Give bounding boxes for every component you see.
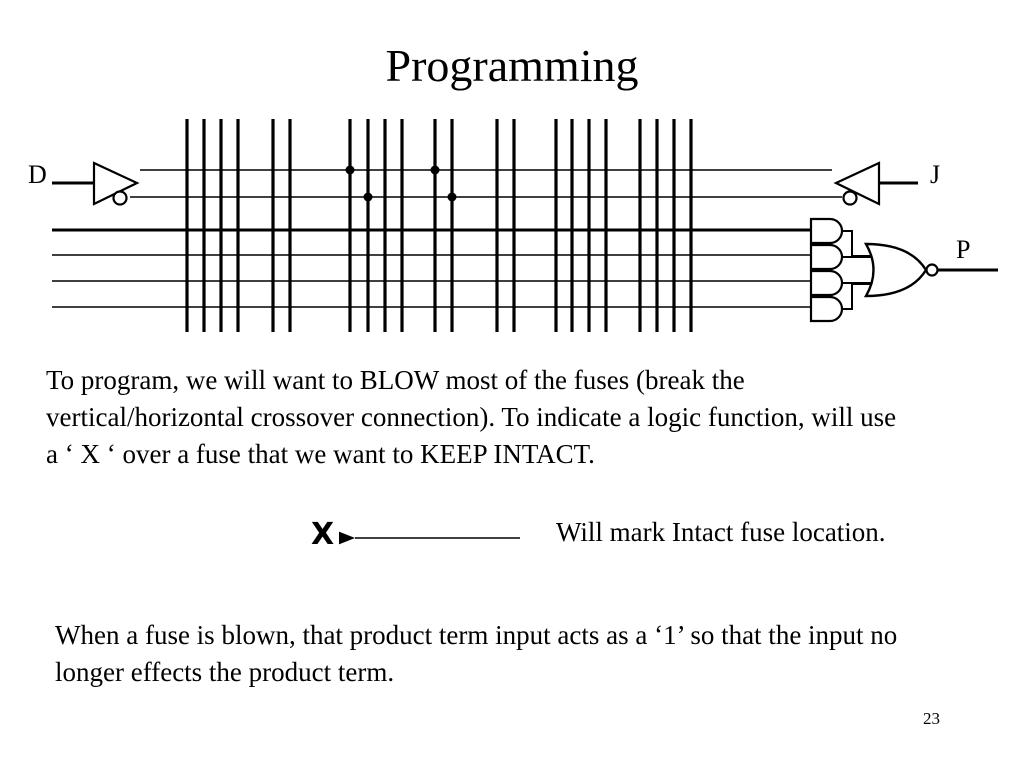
and-gate [809,269,844,297]
paragraph-blown-fuse: When a fuse is blown, that product term … [55,620,898,687]
intact-fuse-annotation: Will mark Intact fuse location. [556,517,886,547]
input-label-d: D [28,160,47,189]
and-gates [809,217,844,323]
page-number: 23 [923,709,940,728]
input-label-j: J [930,160,940,189]
and-gate [809,217,844,245]
slide-title: Programming [385,40,639,91]
connection-dot [345,165,355,175]
horizontal-input-lines [130,169,842,198]
vertical-column-lines [185,119,693,332]
and-gate [809,295,844,323]
intact-fuse-x-symbol: X [311,517,335,552]
connection-dot [363,192,373,202]
and-gate [809,243,844,271]
connection-dot [447,192,457,202]
paragraph-program-fuses: To program, we will want to BLOW most of… [46,365,897,469]
connection-dot [430,165,440,175]
nor-gate: P [863,235,998,298]
output-label-p: P [956,235,970,264]
and-to-nor-wires [842,230,872,310]
input-buffer-d: D [28,160,140,206]
connection-dots [345,165,457,202]
input-buffer-j: J [833,160,940,206]
